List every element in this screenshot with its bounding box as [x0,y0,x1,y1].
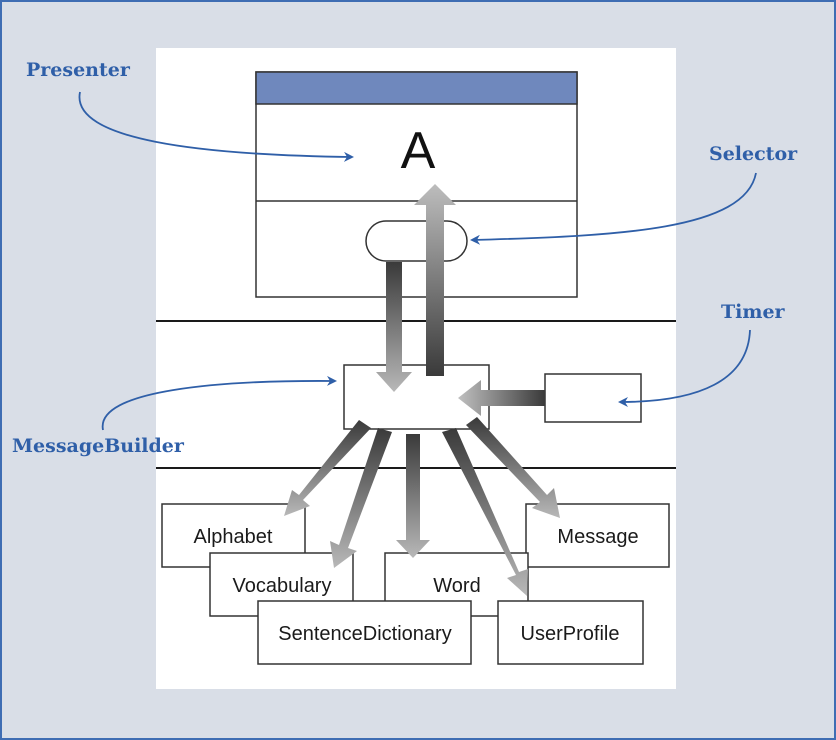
user-profile-label: UserProfile [521,623,620,645]
vocabulary-label: Vocabulary [233,575,332,597]
presenter-callout-label: Presenter [26,59,131,81]
arrow-to-userprofile [442,428,528,596]
fan-out-arrows [284,417,560,596]
arrow-selector-to-messagebuilder [376,262,412,392]
messagebuilder-pointer [102,375,337,431]
arrow-to-alphabet [284,420,371,516]
component-user-profile: UserProfile [497,600,644,665]
timer-callout-label: Timer [721,301,786,323]
presenter-titlebar [255,71,578,105]
selector-pointer [470,172,757,245]
message-label: Message [557,526,638,548]
arrow-timer-to-messagebuilder [458,380,545,416]
selector-pill [365,220,468,262]
flow-hub [357,372,477,428]
arrow-to-message [466,417,560,518]
component-sentence-dictionary: SentenceDictionary [257,600,472,665]
timer-box [544,373,642,423]
presenter-window: A [255,71,578,298]
presenter-symbol: A [401,122,436,180]
sentence-dictionary-label: SentenceDictionary [278,623,451,645]
timer-pointer [618,329,751,407]
alphabet-label: Alphabet [194,526,273,548]
arrow-messagebuilder-to-presenter [414,184,456,376]
arrow-to-vocabulary [330,428,392,568]
word-label: Word [433,575,480,597]
presenter-pointer [78,91,354,162]
component-message: Message [525,503,670,568]
arrow-to-word [396,434,430,558]
messagebuilder-callout-label: MessageBuilder [12,435,185,457]
selector-callout-label: Selector [709,143,798,165]
